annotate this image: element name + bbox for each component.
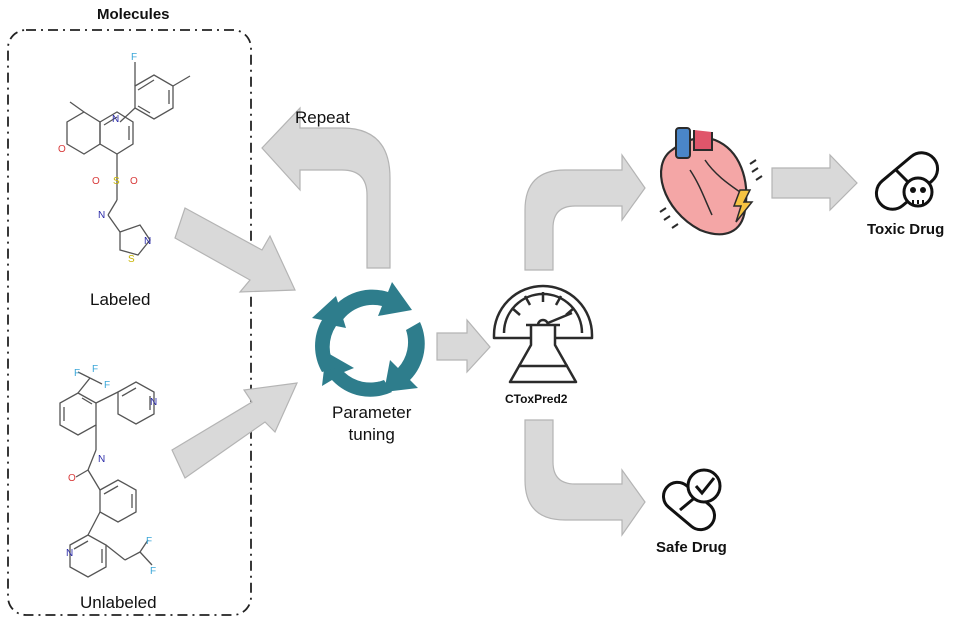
svg-text:O: O <box>68 473 76 484</box>
arrow-tuning-to-model <box>436 318 491 374</box>
arrow-model-to-safe <box>524 419 646 537</box>
svg-text:O: O <box>58 144 66 155</box>
svg-text:N: N <box>112 114 119 125</box>
labeled-molecule-structure <box>66 62 191 256</box>
svg-text:O: O <box>130 176 138 187</box>
svg-text:O: O <box>92 176 100 187</box>
svg-text:S: S <box>128 254 135 265</box>
parameter-tuning-line2: tuning <box>348 425 395 444</box>
svg-text:N: N <box>150 397 157 408</box>
safe-drug-label: Safe Drug <box>656 539 727 556</box>
pill-check-icon <box>662 468 722 532</box>
labeled-molecule-atoms: F N O S O O N N S <box>58 52 151 265</box>
svg-text:F: F <box>104 380 110 391</box>
arrow-model-to-heart <box>524 153 646 271</box>
arrow-heart-to-toxic <box>771 153 858 212</box>
svg-text:F: F <box>74 368 80 379</box>
svg-text:F: F <box>150 566 156 577</box>
heart-icon <box>659 127 763 236</box>
molecules-title: Molecules <box>97 6 170 23</box>
arrow-labeled-to-tuning <box>174 207 296 293</box>
svg-text:N: N <box>98 210 105 221</box>
unlabeled-molecule-structure <box>59 371 155 578</box>
cycle-arrows-icon <box>312 282 425 397</box>
svg-text:N: N <box>98 454 105 465</box>
svg-text:F: F <box>146 536 152 547</box>
repeat-label: Repeat <box>295 108 350 127</box>
unlabeled-molecule-atoms: F F F N N O N F F <box>66 364 157 577</box>
model-label: CToxPred2 <box>505 392 568 406</box>
arrow-repeat <box>261 106 391 269</box>
pill-skull-icon <box>874 151 940 211</box>
molecules-box <box>7 29 252 616</box>
svg-text:N: N <box>144 236 151 247</box>
svg-text:F: F <box>131 52 137 63</box>
unlabeled-label: Unlabeled <box>80 593 157 612</box>
labeled-label: Labeled <box>90 290 151 309</box>
svg-text:S: S <box>113 176 120 187</box>
flask-gauge-icon <box>492 284 594 384</box>
svg-text:F: F <box>92 364 98 375</box>
parameter-tuning-label: Parameter tuning <box>332 402 411 446</box>
arrow-unlabeled-to-tuning <box>171 382 298 479</box>
parameter-tuning-line1: Parameter <box>332 403 412 422</box>
svg-text:N: N <box>66 548 73 559</box>
toxic-drug-label: Toxic Drug <box>867 221 945 238</box>
